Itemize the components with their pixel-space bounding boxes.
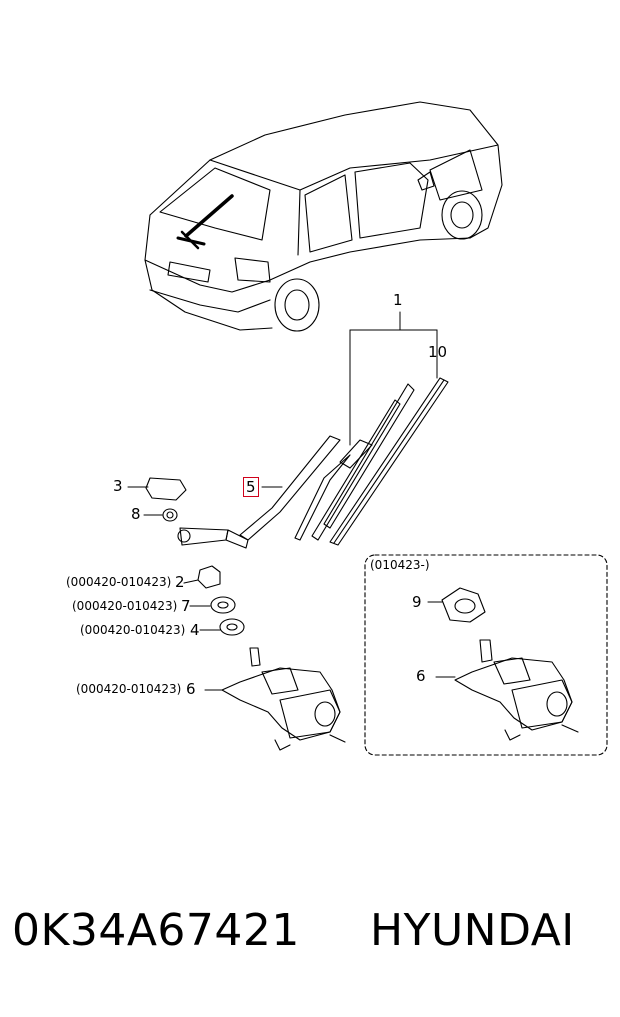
diagram-drawing	[127, 101, 608, 756]
nut-part-8	[143, 508, 178, 522]
wiper-motor-left	[204, 647, 346, 751]
callout-10: 10	[428, 343, 448, 361]
wiper-blade	[294, 383, 415, 541]
washer-part-7	[189, 596, 236, 614]
range-label-6: (000420-010423)	[76, 682, 182, 696]
callout-7: 7	[181, 597, 191, 615]
cap-part-9	[427, 587, 486, 623]
callout-6-inset: 6	[416, 667, 426, 685]
blade-refill	[329, 377, 449, 546]
range-label-4: (000420-010423)	[80, 623, 186, 637]
footer: 0K34A67421 HYUNDAI	[0, 905, 620, 975]
range-label-2: (000420-010423)	[66, 575, 172, 589]
car-illustration	[144, 101, 503, 332]
callout-6: 6	[186, 680, 196, 698]
callout-9: 9	[412, 593, 422, 611]
callout-2: 2	[175, 573, 185, 591]
range-label-7: (000420-010423)	[72, 599, 178, 613]
callout-8: 8	[131, 505, 141, 523]
parts-diagram: 1 10 3 5 8 (000420-010423) 2 (000420-010…	[66, 101, 608, 756]
part-number: 0K34A67421	[12, 905, 300, 956]
callout-5-highlighted: 5	[243, 477, 259, 497]
seal-part-4	[199, 618, 245, 636]
inset-range-label: (010423-)	[370, 558, 430, 572]
group-leader-lines	[349, 311, 438, 446]
callout-1: 1	[393, 291, 403, 309]
wiper-arm	[177, 435, 341, 549]
bushing-part-2	[183, 565, 221, 589]
cap-part-3	[127, 477, 187, 501]
callout-4: 4	[190, 621, 200, 639]
wiper-motor-inset	[435, 639, 579, 741]
callout-3: 3	[113, 477, 123, 495]
brand-name: HYUNDAI	[370, 905, 575, 956]
inset-box	[364, 554, 608, 756]
